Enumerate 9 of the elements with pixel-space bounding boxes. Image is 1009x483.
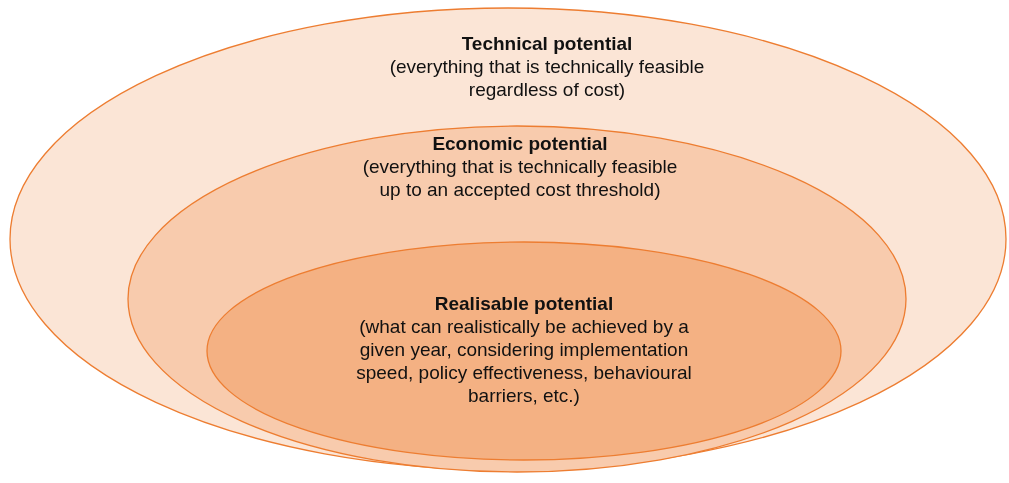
description: (what can realistically be achieved by a given year, considering implementation speed, policy effectiveness, behavioural barriers, etc.) (355, 315, 693, 407)
potential-ellipse (128, 126, 906, 472)
heading: Realisable potential (433, 292, 615, 315)
potential-ellipse (10, 8, 1006, 470)
heading: Technical potential (460, 32, 634, 55)
description: (everything that is technically feasible up to an accepted cost threshold) (361, 155, 679, 201)
potential-ellipse (207, 242, 841, 460)
heading: Economic potential (431, 132, 609, 155)
description: (everything that is technically feasible regardless of cost) (388, 55, 706, 101)
